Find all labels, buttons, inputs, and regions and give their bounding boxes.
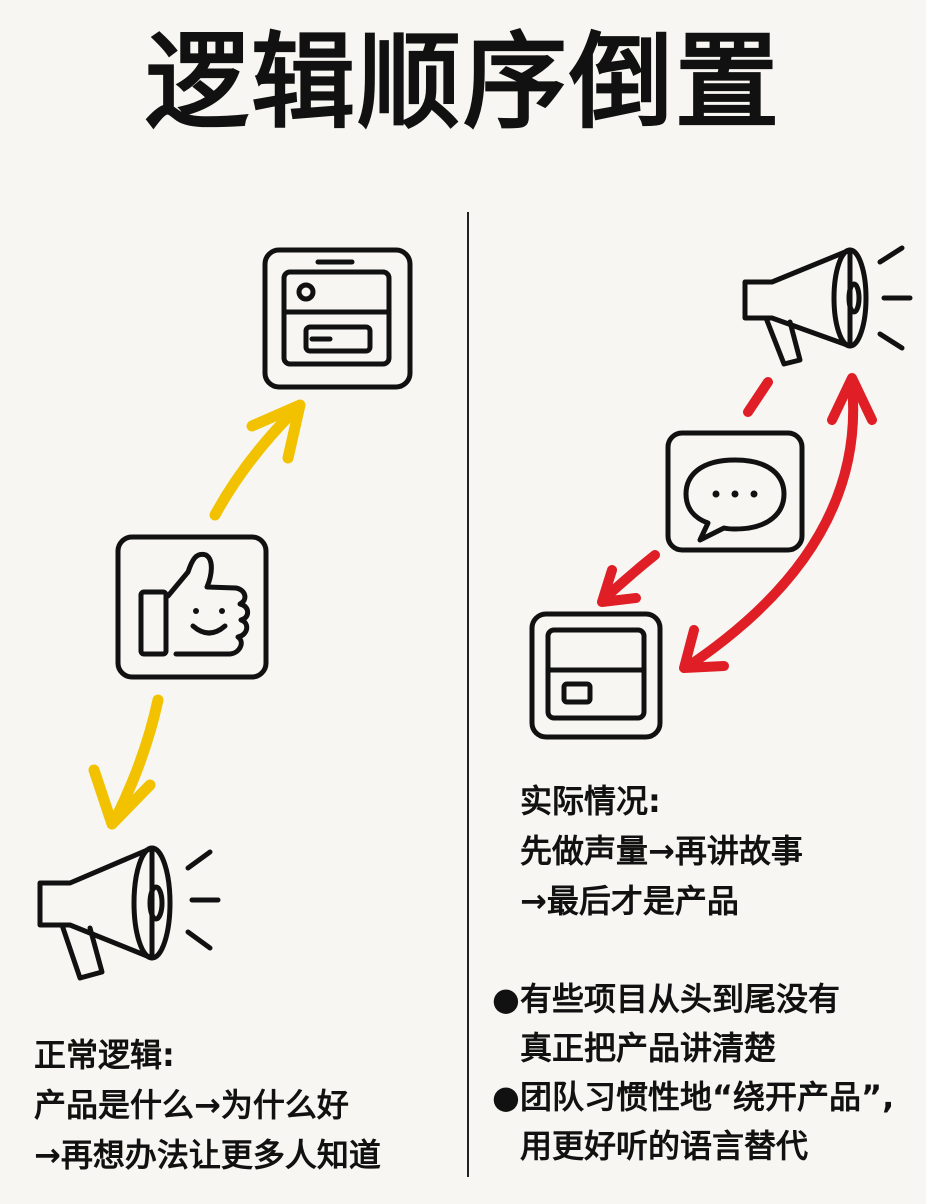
bullet-dot: ● <box>492 980 520 1018</box>
actual-situation-text: 实际情况: 先做声量→再讲故事 →最后才是产品 <box>520 776 803 926</box>
normal-logic-line: 产品是什么→为什么好 <box>34 1086 349 1124</box>
product-card-icon <box>262 247 413 390</box>
red-long-arrow <box>679 373 877 673</box>
megaphone-icon <box>37 845 221 981</box>
actual-situation-line: 先做声量→再讲故事 <box>520 832 803 870</box>
bullet-item: ● 团队习惯性地“绕开产品”, 用更好听的语言替代 <box>492 1073 894 1171</box>
bullet-line: 有些项目从头到尾没有 <box>520 980 841 1018</box>
yellow-arrow-up <box>209 399 306 521</box>
bullet-item: ● 有些项目从头到尾没有 真正把产品讲清楚 <box>492 975 894 1073</box>
actual-situation-line: →最后才是产品 <box>520 882 739 920</box>
actual-situation-heading: 实际情况: <box>520 782 661 820</box>
page-title: 逻辑顺序倒置 <box>144 21 781 143</box>
bullet-list: ● 有些项目从头到尾没有 真正把产品讲清楚 ● 团队习惯性地“绕开产品”, 用更… <box>492 975 894 1171</box>
megaphone-icon <box>742 245 913 367</box>
red-dashed-arrow <box>597 377 773 607</box>
yellow-arrow-down <box>88 694 164 830</box>
bullet-line: 团队习惯性地“绕开产品”, <box>520 1078 895 1116</box>
speech-bubble-icon <box>665 430 805 553</box>
normal-logic-heading: 正常逻辑: <box>34 1036 175 1074</box>
bullet-dot: ● <box>492 1078 520 1116</box>
product-card-icon <box>529 611 663 740</box>
center-divider <box>467 212 469 1177</box>
thumbs-up-icon <box>115 534 269 680</box>
bullet-line: 用更好听的语言替代 <box>520 1127 809 1165</box>
bullet-line: 真正把产品讲清楚 <box>520 1029 777 1067</box>
normal-logic-text: 正常逻辑: 产品是什么→为什么好 →再想办法让更多人知道 <box>34 1030 381 1180</box>
normal-logic-line: →再想办法让更多人知道 <box>34 1136 381 1174</box>
